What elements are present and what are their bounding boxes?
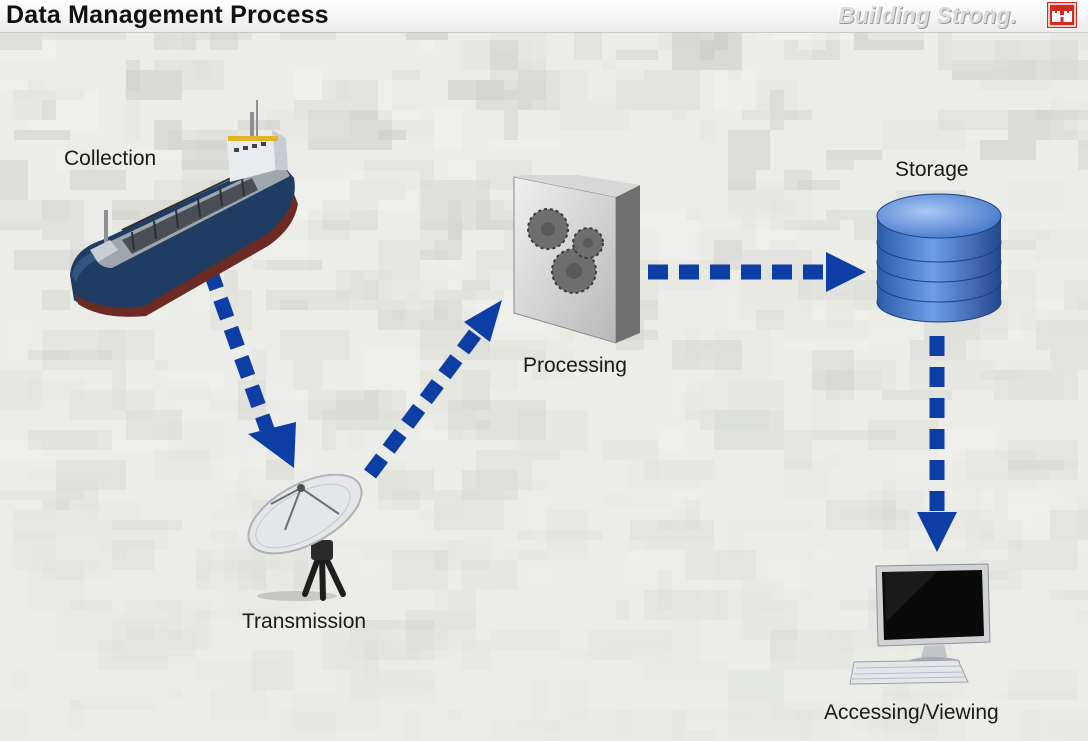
castle-logo-icon (1047, 2, 1077, 28)
arrow-storage-to-accessing (917, 336, 957, 552)
arrow-collection-to-transmission (202, 267, 296, 468)
node-label-processing: Processing (523, 354, 627, 377)
arrow-transmission-to-processing (364, 300, 502, 479)
node-label-storage: Storage (895, 158, 969, 181)
node-label-accessing-viewing: Accessing/Viewing (824, 701, 999, 724)
page-title: Data Management Process (6, 1, 329, 29)
computer-monitor-icon (849, 563, 991, 685)
tagline: Building Strong. (838, 2, 1017, 28)
satellite-dish-icon (247, 474, 363, 601)
database-icon (876, 193, 1002, 323)
node-label-collection: Collection (64, 147, 157, 170)
gears-box-icon (513, 175, 640, 344)
ship-icon (70, 100, 298, 317)
arrow-processing-to-storage (648, 252, 866, 292)
node-label-transmission: Transmission (242, 610, 367, 633)
header-bar: Data Management Process Building Strong. (0, 0, 1088, 33)
